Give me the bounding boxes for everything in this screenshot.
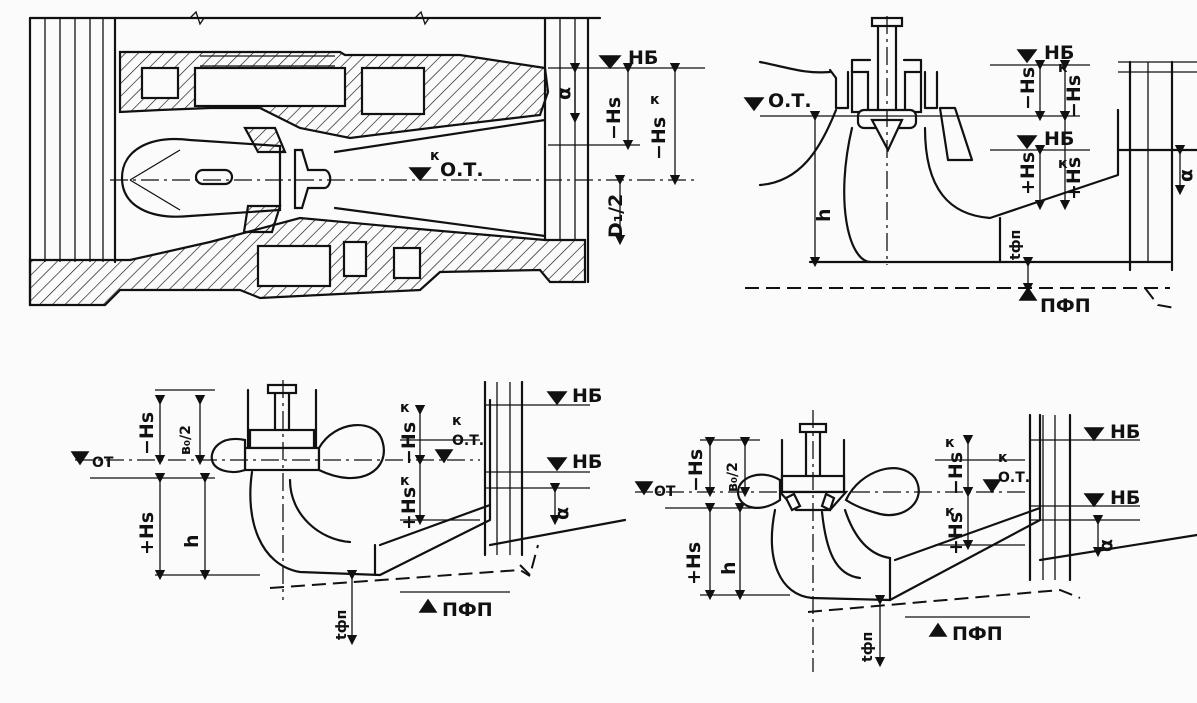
label-pfp-4: ПФП (952, 623, 1003, 645)
label-ot-3: ОТ (92, 455, 114, 471)
label-k-4a: к (945, 435, 955, 451)
label-k-3b: к (400, 473, 410, 489)
label-k-1: к (650, 92, 660, 108)
label-plus-hs-k-2: +Hs (1063, 157, 1085, 200)
diagram-horizontal-unit: НБ α −Hs −Hs к к О.Т. D₁/2 (28, 10, 705, 307)
label-nb-4a: НБ (1110, 421, 1140, 443)
label-h-3: h (181, 534, 203, 548)
label-nb-4b: НБ (1110, 487, 1140, 509)
label-pfp-2: ПФП (1040, 295, 1091, 317)
label-nb-1: НБ (628, 47, 658, 69)
label-k-2b: к (1058, 156, 1068, 172)
label-minus-hs-k-3: −Hs (398, 422, 420, 465)
label-nb-3b: НБ (572, 451, 602, 473)
label-minus-hs-2: −Hs (1017, 67, 1039, 110)
label-nb-2a: НБ (1044, 42, 1074, 64)
label-tfp-4: tфп (860, 632, 876, 662)
label-ot-3b: О.Т. (452, 433, 484, 449)
label-a-1: α (553, 87, 575, 100)
label-k-ot-1: к (430, 148, 440, 164)
label-nb-2b: НБ (1044, 128, 1074, 150)
diagram-vertical-unit-bottom-right: ОТ −Hs в₀/2 +Hs h −Hs к +Hs к к О.Т. НБ … (634, 410, 1197, 672)
label-ot-4b: О.Т. (998, 470, 1030, 486)
diagram-vertical-unit-top: НБ НБ О.Т. −Hs −Hs к +Hs +Hs к α h tфп П… (743, 16, 1197, 317)
label-k-2a: к (1058, 60, 1068, 76)
label-ot-4: ОТ (654, 484, 676, 500)
label-k-ot-4: к (998, 450, 1008, 466)
label-k-3a: к (400, 400, 410, 416)
label-nb-3a: НБ (572, 385, 602, 407)
label-h-4: h (718, 561, 740, 575)
label-plus-hs-k-3: +Hs (398, 487, 420, 530)
label-pfp-3: ПФП (442, 599, 493, 621)
label-b0-4: в₀/2 (725, 462, 741, 492)
label-plus-hs-3: +Hs (136, 512, 158, 555)
label-b0-3: в₀/2 (178, 425, 194, 455)
label-tfp-3: tфп (334, 610, 350, 640)
label-plus-hs-k-4: +Hs (945, 512, 967, 555)
label-d1-2: D₁/2 (605, 194, 627, 238)
diagram-vertical-unit-bottom-left: ОТ −Hs в₀/2 +Hs h −Hs к +Hs к к О.Т. НБ … (70, 380, 627, 646)
label-minus-hs-1: −Hs (603, 97, 625, 140)
label-minus-hs-k-1: −Hs (648, 117, 670, 160)
label-ot-1: О.Т. (440, 159, 484, 181)
label-minus-hs-3: −Hs (136, 412, 158, 455)
label-a-4: α (1095, 539, 1117, 552)
label-tfp-2: tфп (1008, 230, 1024, 260)
label-ot-2: О.Т. (768, 90, 812, 112)
label-k-4b: к (945, 504, 955, 520)
label-minus-hs-4: −Hs (685, 449, 707, 492)
label-k-ot-3: к (452, 413, 462, 429)
label-minus-hs-k-4: −Hs (945, 452, 967, 495)
label-h-2: h (813, 208, 835, 222)
label-plus-hs-4: +Hs (683, 542, 705, 585)
label-a-2: α (1175, 169, 1197, 182)
label-a-3: α (551, 507, 573, 520)
label-minus-hs-k-2: −Hs (1063, 75, 1085, 118)
label-plus-hs-2: +Hs (1017, 152, 1039, 195)
